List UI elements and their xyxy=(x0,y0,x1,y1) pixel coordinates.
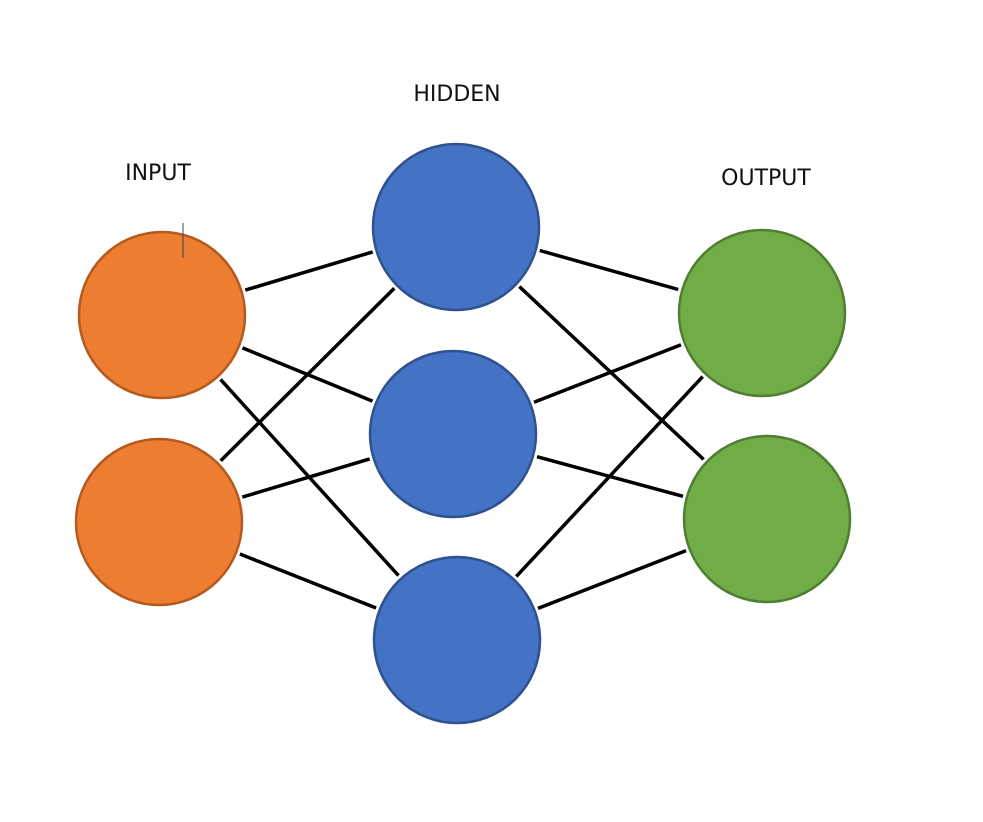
input-node-2 xyxy=(74,437,244,607)
edge-hidden-output-2-1 xyxy=(533,343,682,404)
hidden-node-2 xyxy=(368,349,538,519)
edge-hidden-output-3-2 xyxy=(537,548,687,611)
output-node-1 xyxy=(677,228,847,398)
edge-input-hidden-2-3 xyxy=(239,552,377,610)
output-layer-label: OUTPUT xyxy=(721,166,811,191)
hidden-node-3 xyxy=(372,555,542,725)
hidden-node-1 xyxy=(371,142,541,312)
edge-hidden-output-1-1 xyxy=(539,248,679,292)
hidden-layer-label: HIDDEN xyxy=(413,82,500,107)
connection-lines xyxy=(219,248,705,611)
neuron-nodes xyxy=(74,142,852,725)
input-node-1 xyxy=(77,230,247,400)
output-node-2 xyxy=(682,434,852,604)
edge-input-hidden-1-1 xyxy=(244,250,374,292)
input-layer-label: INPUT xyxy=(125,161,191,186)
edge-input-hidden-2-1 xyxy=(219,287,396,462)
edge-input-hidden-2-2 xyxy=(241,457,371,499)
edge-hidden-output-3-1 xyxy=(515,375,704,578)
